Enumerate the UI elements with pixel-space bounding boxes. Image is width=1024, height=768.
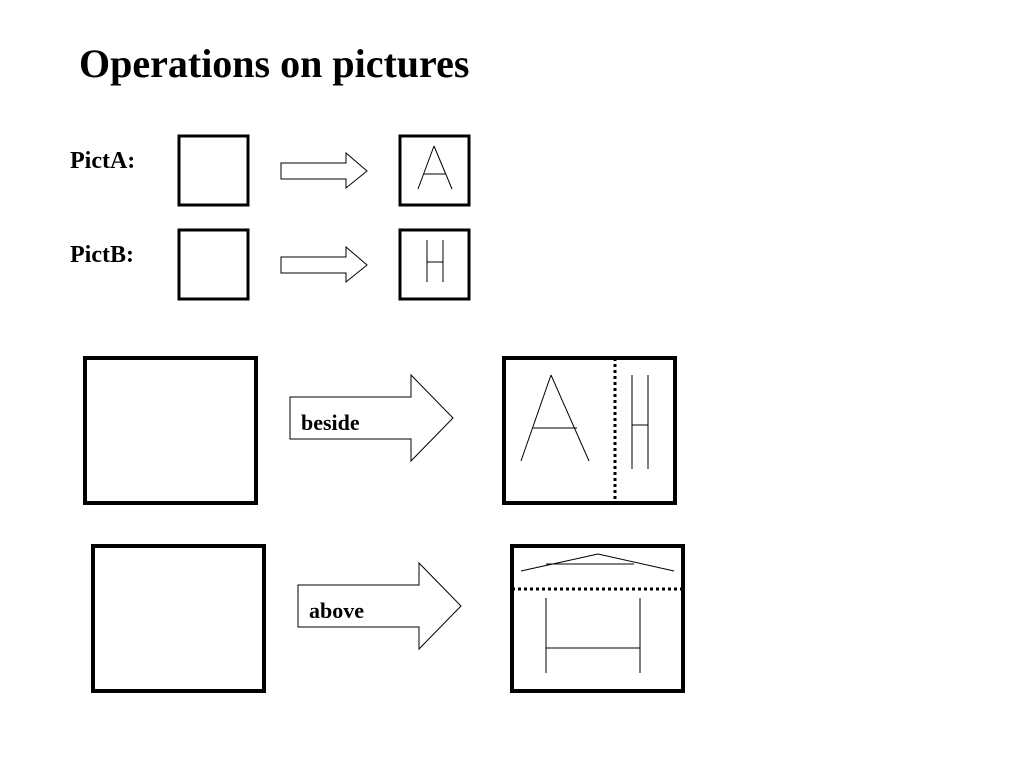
above-squashed-a-glyph bbox=[520, 553, 675, 572]
pict-a-arrow bbox=[280, 151, 368, 190]
letter-a-glyph bbox=[417, 145, 453, 190]
pict-b-input-frame bbox=[177, 228, 250, 301]
pict-a-input-frame bbox=[177, 134, 250, 207]
pict-a-label: PictA: bbox=[70, 148, 136, 174]
beside-input-frame bbox=[83, 356, 258, 505]
letter-h-glyph bbox=[426, 240, 444, 282]
pict-b-output-frame bbox=[398, 228, 471, 301]
page-title: Operations on pictures bbox=[79, 41, 470, 86]
beside-output-frame bbox=[502, 356, 677, 505]
beside-letter-a-glyph bbox=[520, 374, 590, 462]
pict-b-arrow bbox=[280, 245, 368, 284]
beside-arrow bbox=[289, 373, 454, 463]
pict-b-label: PictB: bbox=[70, 242, 134, 268]
above-stretched-h-glyph bbox=[545, 598, 641, 673]
beside-letter-h-glyph bbox=[631, 375, 649, 469]
above-arrow bbox=[297, 561, 462, 651]
above-output-frame bbox=[510, 544, 685, 693]
above-label: above bbox=[309, 598, 364, 623]
above-input-frame bbox=[91, 544, 266, 693]
beside-label: beside bbox=[301, 410, 360, 435]
pict-a-output-frame bbox=[398, 134, 471, 207]
